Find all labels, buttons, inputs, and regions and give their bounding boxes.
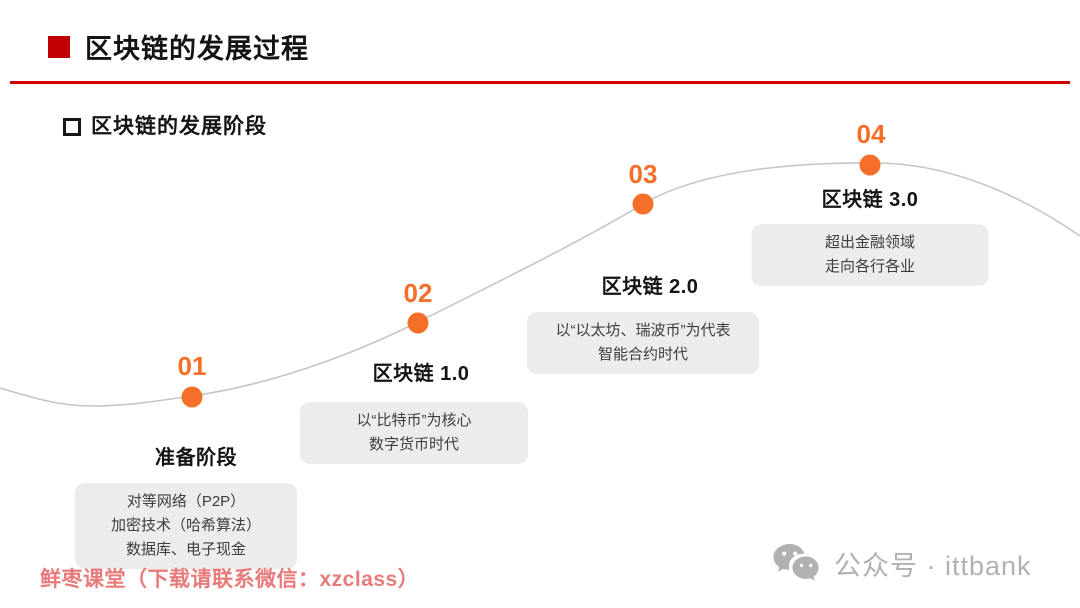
page-subtitle: 区块链的发展阶段 [91,115,267,138]
wechat-account-badge: 公众号 · ittbank [772,542,1032,584]
wechat-account-text: 公众号 · ittbank [834,550,1032,581]
page-title: 区块链的发展过程 [85,34,309,64]
growth-curve-path [0,162,1080,407]
wechat-icon [773,544,819,581]
watermark-course-text: 鲜枣课堂（下载请联系微信：xzclass） [40,568,420,591]
subtitle-bullet-square [63,118,81,136]
title-divider-line [10,81,1070,84]
title-bullet-square [48,36,70,58]
